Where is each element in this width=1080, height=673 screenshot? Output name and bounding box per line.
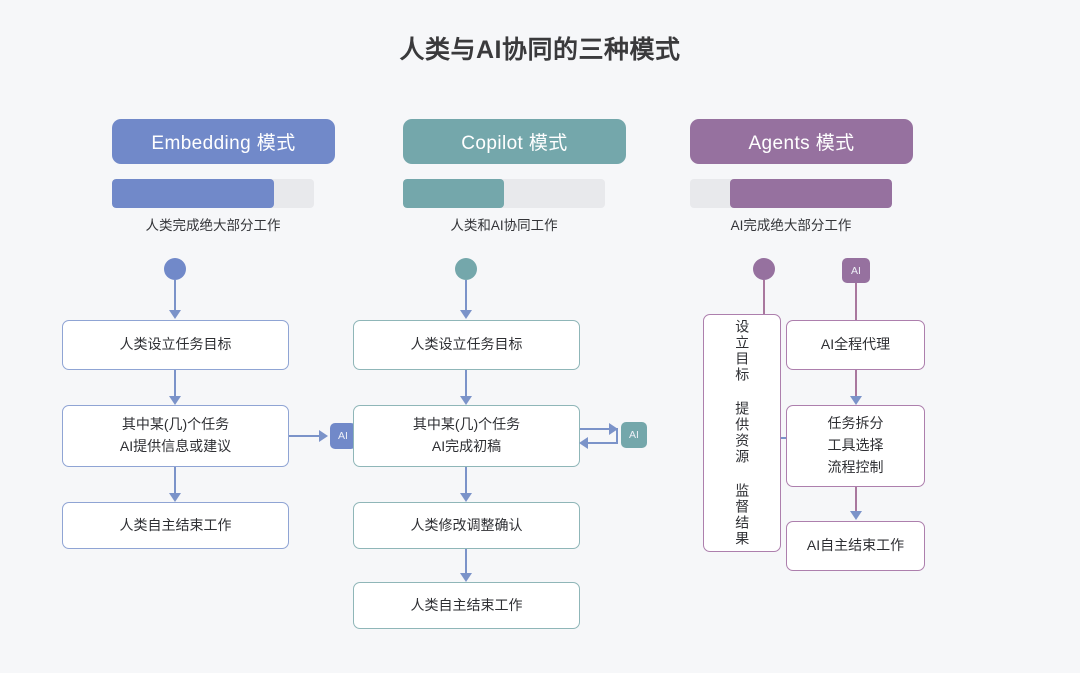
node-line: 人类自主结束工作 (410, 596, 523, 613)
connector-2-3 (174, 467, 176, 497)
column-embedding: Embedding 模式 人类完成绝大部分工作 人类设立任务目标 其中某(几)个… (56, 0, 386, 673)
connector-agents-1-2 (855, 370, 857, 400)
node-copilot-1[interactable]: 人类设立任务目标 (353, 320, 580, 370)
ai-chip-embedding[interactable]: AI (330, 423, 356, 449)
node-line: 其中某(几)个任务 (412, 416, 521, 433)
arrow-agents-node2-to-node3 (850, 511, 862, 520)
start-dot-agents (753, 258, 775, 280)
node-agents-2[interactable]: 任务拆分 工具选择 流程控制 (786, 405, 925, 487)
node-line: AI完成初稿 (431, 438, 502, 454)
arrow-node2-to-node3 (460, 493, 472, 502)
start-dot-embedding (164, 258, 186, 280)
arrow-from-ai-chip (579, 437, 588, 449)
connector-3-4 (465, 549, 467, 577)
arrow-start-to-node1 (460, 310, 472, 319)
node-agents-3[interactable]: AI自主结束工作 (786, 521, 925, 571)
workload-caption-embedding: 人类完成绝大部分工作 (145, 218, 281, 233)
page-title: 人类与AI协同的三种模式 (399, 36, 681, 64)
ai-chip-label: AI (629, 429, 639, 441)
node-line: AI自主结束工作 (806, 537, 905, 554)
connector-1-2 (174, 370, 176, 400)
connector-ai-return (616, 428, 618, 443)
column-copilot: Copilot 模式 人类和AI协同工作 人类设立任务目标 其中某(几)个任务 … (347, 0, 677, 673)
node-line: 其中某(几)个任务 (121, 416, 230, 433)
node-embedding-2[interactable]: 其中某(几)个任务 AI提供信息或建议 (62, 405, 289, 467)
connector-start (465, 280, 467, 312)
node-line: 工具选择 (827, 437, 884, 454)
ai-chip-label: AI (851, 264, 861, 277)
workload-bar-fill (403, 179, 504, 208)
connector-ai-to-node2 (584, 442, 618, 444)
mode-header-agents[interactable]: Agents 模式 (690, 119, 913, 164)
connector-1-2 (465, 370, 467, 400)
arrow-node1-to-node2 (460, 396, 472, 405)
panel-vertical-text: 设立目标 提供资源 监督结果 (734, 319, 751, 547)
node-agents-1[interactable]: AI全程代理 (786, 320, 925, 370)
workload-bar-embedding (112, 179, 314, 208)
mode-header-embedding[interactable]: Embedding 模式 (112, 119, 335, 164)
ai-chip-label: AI (338, 430, 348, 442)
node-copilot-3[interactable]: 人类修改调整确认 (353, 502, 580, 549)
column-agents: Agents 模式 AI完成绝大部分工作 设立目标 提供资源 监督结果 AI A… (645, 0, 975, 673)
start-dot-copilot (455, 258, 477, 280)
node-embedding-3[interactable]: 人类自主结束工作 (62, 502, 289, 549)
panel-human-responsibilities[interactable]: 设立目标 提供资源 监督结果 (703, 314, 781, 552)
connector-node2-to-ai (289, 435, 323, 437)
node-embedding-1[interactable]: 人类设立任务目标 (62, 320, 289, 370)
connector-2-3 (465, 467, 467, 497)
arrow-start-to-node1 (169, 310, 181, 319)
mode-header-label: Embedding 模式 (151, 133, 296, 154)
node-line: 流程控制 (827, 458, 884, 475)
ai-chip-agents[interactable]: AI (842, 258, 870, 283)
node-copilot-4[interactable]: 人类自主结束工作 (353, 582, 580, 629)
workload-bar-fill (112, 179, 274, 208)
node-line: AI提供信息或建议 (119, 438, 232, 454)
mode-header-label: Agents 模式 (748, 133, 855, 154)
node-line: 人类设立任务目标 (410, 336, 523, 353)
node-line: 任务拆分 (827, 415, 884, 432)
node-line: AI全程代理 (820, 336, 891, 353)
node-copilot-2[interactable]: 其中某(几)个任务 AI完成初稿 (353, 405, 580, 467)
arrow-node1-to-node2 (169, 396, 181, 405)
connector-node2-to-ai (580, 428, 616, 430)
arrow-to-ai-chip (609, 423, 618, 435)
node-line: 人类设立任务目标 (119, 336, 232, 353)
workload-bar-fill (730, 179, 892, 208)
node-line: 人类修改调整确认 (410, 516, 523, 533)
workload-caption-agents: AI完成绝大部分工作 (730, 218, 852, 233)
arrow-node3-to-node4 (460, 573, 472, 582)
workload-bar-copilot (403, 179, 605, 208)
workload-bar-agents (690, 179, 892, 208)
connector-agents-2-3 (855, 487, 857, 515)
connector-aichip-to-node1 (855, 283, 857, 320)
workload-caption-copilot: 人类和AI协同工作 (450, 218, 558, 233)
mode-header-copilot[interactable]: Copilot 模式 (403, 119, 626, 164)
connector-dot-to-panel (763, 280, 765, 315)
arrow-to-ai-chip (319, 430, 328, 442)
arrow-node2-to-node3 (169, 493, 181, 502)
node-line: 人类自主结束工作 (119, 516, 232, 533)
arrow-agents-node1-to-node2 (850, 396, 862, 405)
connector-start (174, 280, 176, 312)
mode-header-label: Copilot 模式 (461, 133, 568, 154)
ai-chip-copilot[interactable]: AI (621, 422, 647, 448)
